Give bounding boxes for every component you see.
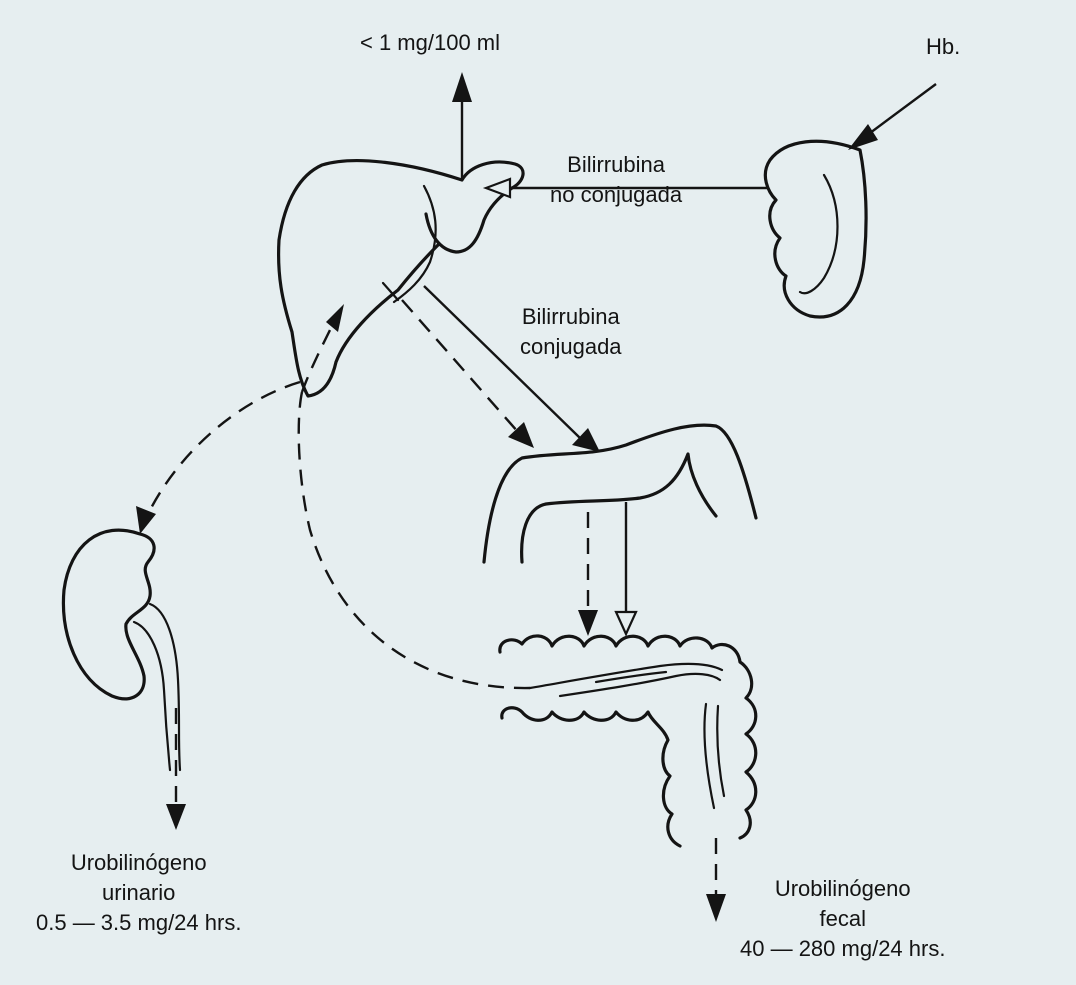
fecal-output-arrow [706,838,726,922]
serum-limit-label: < 1 mg/100 ml [360,28,500,58]
unconjugated-bilirubin-label: Bilirrubina no conjugada [550,150,682,210]
kidney [63,530,180,770]
duodenum-outline [484,425,756,562]
conjugated-line1: Bilirrubina [520,302,622,332]
gallbladder-duct [394,186,436,302]
fecal-urobilinogen-label: Urobilinógeno fecal 40 — 280 mg/24 hrs. [740,874,945,964]
hemoglobin-label: Hb. [926,32,960,62]
urinary-urobilinogen-label: Urobilinógeno urinario 0.5 — 3.5 mg/24 h… [36,848,241,938]
conjugated-bilirubin-label: Bilirrubina conjugada [520,302,622,362]
duodenum-to-colon-arrows [578,502,636,636]
colon [500,636,756,846]
liver-to-kidney-arrow [136,382,300,534]
spleen [765,141,866,317]
unconjugated-line1: Bilirrubina [550,150,682,180]
urinary-line2: urinario [36,878,241,908]
colon-lower-outline [502,708,680,846]
fecal-line1: Urobilinógeno [740,874,945,904]
conjugated-line2: conjugada [520,332,622,362]
serum-arrow [452,72,472,180]
duodenum [484,425,756,562]
spleen-outline [765,141,866,317]
fecal-line2: fecal [740,904,945,934]
hemoglobin-arrow [848,84,936,150]
kidney-outline [63,530,154,699]
unconjugated-line2: no conjugada [550,180,682,210]
urinary-line3: 0.5 — 3.5 mg/24 hrs. [36,908,241,938]
fecal-line3: 40 — 280 mg/24 hrs. [740,934,945,964]
urinary-line1: Urobilinógeno [36,848,241,878]
